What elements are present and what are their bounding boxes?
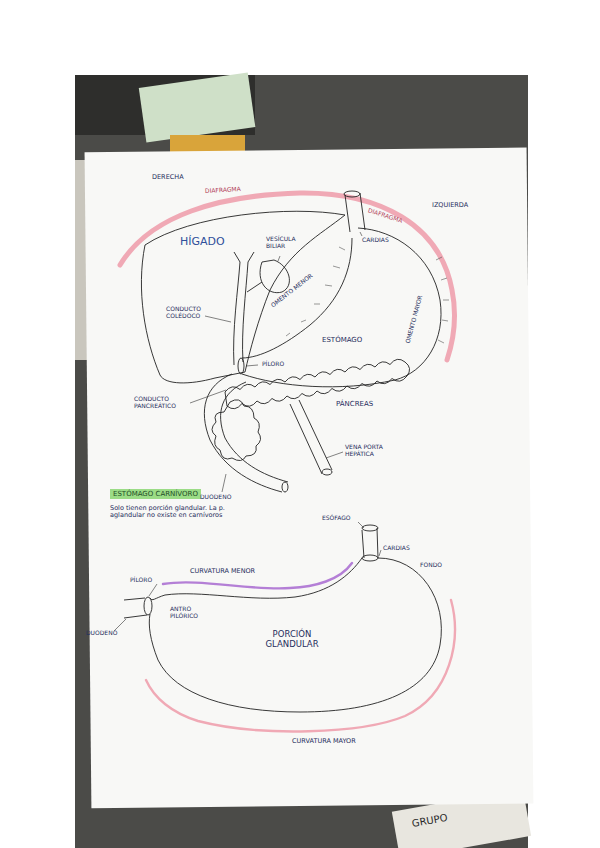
organ-name: ESTÓMAGO xyxy=(322,336,362,344)
region-label: PORCIÓN GLANDULAR xyxy=(262,630,322,650)
duodenum-end xyxy=(282,482,288,492)
esophagus-end xyxy=(344,191,360,197)
duodenum xyxy=(204,374,288,492)
part-label: CURVATURA MAYOR xyxy=(292,738,356,745)
note: Solo tienen porción glandular. La p. agl… xyxy=(110,505,235,520)
lesser-curvature-mark xyxy=(163,563,352,588)
duodenum xyxy=(124,598,147,618)
part-label: VENA PORTA HEPÁTICA xyxy=(345,444,403,458)
part-label: CARDIAS xyxy=(362,237,389,244)
part-label: OMENTO MENOR xyxy=(270,272,314,309)
part-label: ANTRO PILÓRICO xyxy=(170,606,212,620)
cardia-ring xyxy=(362,555,378,561)
pancreas-lobe xyxy=(212,400,261,461)
esophagus xyxy=(362,528,378,558)
banknote xyxy=(139,73,256,143)
part-label: PÍLORO xyxy=(130,577,152,584)
greater-curvature-mark xyxy=(146,600,455,731)
part-label: OMENTO MAYOR xyxy=(405,295,424,345)
part-label: VESÍCULA BILIAR xyxy=(266,236,308,250)
part-label: DUODENO xyxy=(86,630,117,637)
omentum-hatch xyxy=(436,257,449,343)
bile-duct xyxy=(234,252,262,365)
part-label: FONDO xyxy=(420,562,442,569)
esophagus-end xyxy=(362,525,378,531)
side-label: IZQUIERDA xyxy=(432,202,468,209)
paper-sheet xyxy=(85,148,534,809)
part-label: CARDIAS xyxy=(383,545,410,552)
part-label: DUODENO xyxy=(200,494,231,501)
stomach-greater-curvature xyxy=(149,558,441,712)
leader-line xyxy=(190,232,362,492)
sticker-text: GRUPO xyxy=(411,812,448,830)
leader-line xyxy=(114,522,381,631)
pylorus-ring xyxy=(144,597,152,615)
stomach-lesser-curvature xyxy=(150,558,362,600)
part-label: CONDUCTO PANCREÁTICO xyxy=(134,396,194,410)
part-label: CONDUCTO COLÉDOCO xyxy=(166,306,210,320)
diaphragm-band xyxy=(120,193,455,360)
part-label: PÍLORO xyxy=(262,361,284,368)
pancreas xyxy=(225,359,410,408)
stomach-greater-curvature xyxy=(242,228,441,387)
part-label: DIAFRAGMA xyxy=(205,186,241,195)
organ-name: HÍGADO xyxy=(180,236,225,249)
gallbladder xyxy=(260,260,289,293)
side-label: DERECHA xyxy=(152,174,184,181)
part-label: PÁNCREAS xyxy=(336,400,373,408)
part-label: CURVATURA MENOR xyxy=(190,568,255,575)
portal-vein xyxy=(290,400,332,474)
portal-vein-end xyxy=(322,469,332,475)
esophagus xyxy=(345,193,365,232)
section-title: ESTÓMAGO CARNÍVORO xyxy=(110,489,201,499)
liver-outline xyxy=(141,211,345,383)
part-label: ESÓFAGO xyxy=(322,515,351,522)
part-label: DIAFRAGMA xyxy=(367,207,403,225)
